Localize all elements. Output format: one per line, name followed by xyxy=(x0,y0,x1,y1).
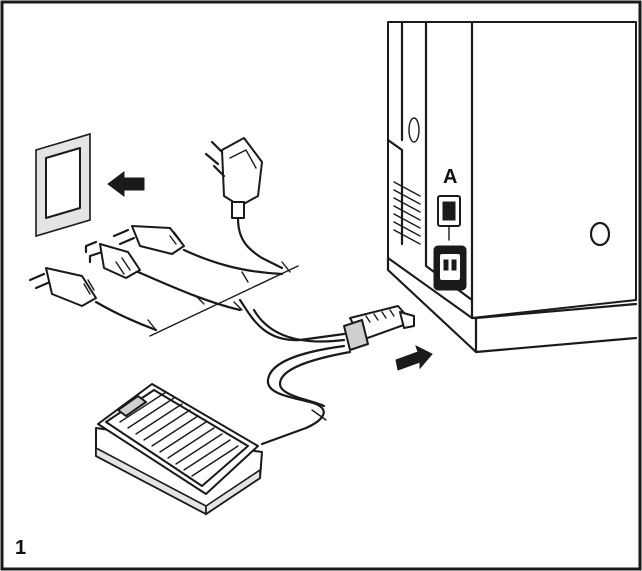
arrow-to-outlet-icon xyxy=(107,171,145,197)
eu-plug-upper xyxy=(112,225,284,276)
foot-pedal xyxy=(95,383,263,516)
wall-outlet xyxy=(35,132,91,238)
eu-plug-lower xyxy=(28,267,158,332)
machine-connector-plug xyxy=(343,305,415,351)
pedal-ridges xyxy=(119,391,239,477)
us-plug xyxy=(84,240,242,312)
figure-number: 1 xyxy=(15,537,27,559)
arrow-to-machine-icon xyxy=(395,345,433,371)
socket-label-a: A xyxy=(443,166,458,188)
power-socket xyxy=(433,245,467,291)
vent-slots xyxy=(393,181,421,245)
sewing-machine xyxy=(386,20,638,354)
foot-control-socket xyxy=(437,195,461,241)
cord-bracket xyxy=(147,261,299,337)
uk-plug-adapter xyxy=(204,137,284,270)
